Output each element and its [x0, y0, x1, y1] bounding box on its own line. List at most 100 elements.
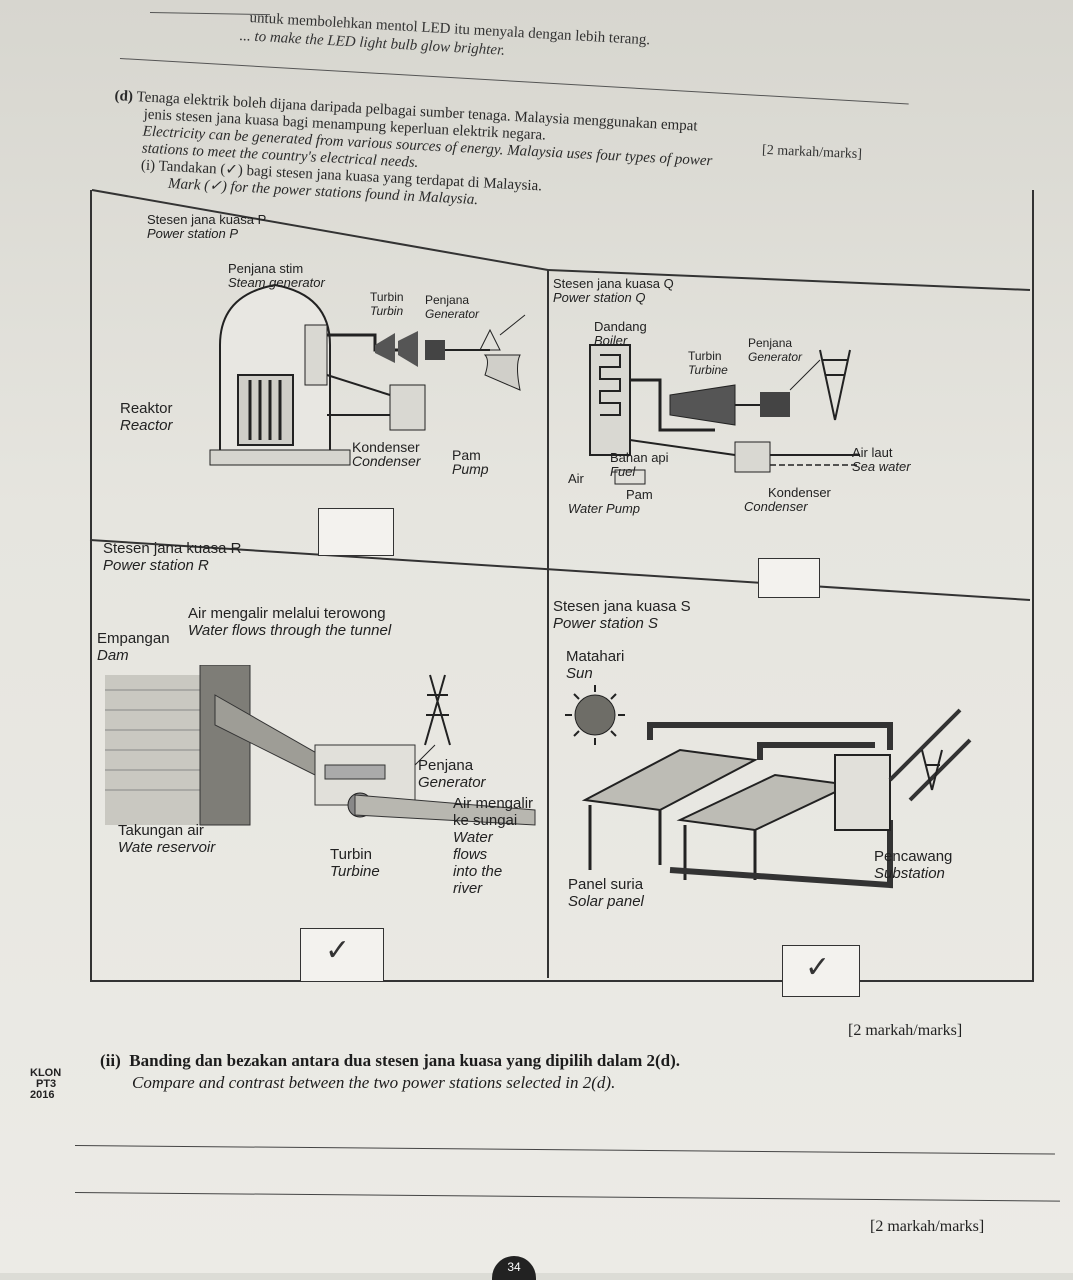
label-sea-water: Air laut Sea water	[852, 446, 911, 474]
label-substation: Pencawang Substation	[874, 848, 952, 882]
station-r-title: Stesen jana kuasa R Power station R	[103, 540, 241, 574]
label-turbine-q: Turbin Turbine	[688, 349, 728, 377]
generator-ms: Penjana	[418, 757, 474, 774]
turbine-ms: Turbin	[330, 846, 372, 863]
label-air: Air	[568, 471, 584, 486]
river-ms-2: ke sungai	[453, 812, 518, 829]
label-reactor: Reaktor Reactor	[120, 400, 173, 434]
boiler-en: Boiler	[594, 333, 628, 348]
checkbox-station-s[interactable]: ✓	[782, 945, 860, 997]
question-ii-ms: Banding dan bezakan antara dua stesen ja…	[129, 1051, 681, 1070]
label-turbine-r: Turbin Turbine	[330, 846, 380, 880]
condenser-ms: Kondenser	[768, 485, 831, 500]
panel-ms: Panel suria	[568, 876, 644, 893]
turbine-en: Turbine	[330, 863, 380, 880]
station-s-name-en: Power station S	[553, 615, 659, 632]
label-fuel: Bahan api Fuel	[610, 451, 669, 479]
station-q-name-ms: Stesen jana kuasa Q	[553, 276, 674, 291]
checkbox-station-q[interactable]	[758, 558, 820, 598]
checkbox-station-p[interactable]	[318, 508, 394, 556]
seawater-en: Sea water	[852, 459, 911, 474]
generator-en: Generator	[418, 774, 486, 791]
pump-ms: Pam	[452, 447, 481, 463]
label-sun: Matahari Sun	[566, 648, 624, 682]
station-q-title: Stesen jana kuasa Q Power station Q	[553, 277, 674, 305]
label-pump-p: Pam Pump	[452, 448, 489, 476]
question-ii-en: Compare and contrast between the two pow…	[132, 1073, 616, 1092]
generator-en: Generator	[748, 350, 803, 364]
label-condenser-p: Kondenser Condenser	[352, 440, 421, 468]
reactor-en: Reactor	[120, 417, 173, 434]
klon-a: KLON	[30, 1067, 62, 1079]
station-r-name-ms: Stesen jana kuasa R	[103, 540, 242, 557]
steam-ms: Penjana stim	[228, 261, 304, 276]
dam-en: Dam	[97, 647, 129, 664]
river-en-4: river	[453, 880, 483, 897]
sun-en: Sun	[566, 665, 593, 682]
label-generator-r: Penjana Generator	[418, 757, 486, 791]
station-s-title: Stesen jana kuasa S Power station S	[553, 598, 691, 632]
solar-diagram	[565, 685, 972, 889]
turbine-en: Turbine	[688, 363, 728, 377]
seawater-ms: Air laut	[852, 445, 893, 460]
checkbox-station-r[interactable]: ✓	[300, 928, 384, 982]
station-p-name-ms: Stesen jana kuasa P	[147, 212, 267, 227]
thermal-diagram	[589, 344, 860, 485]
river-en-2: flows	[453, 846, 488, 863]
station-q-name-en: Power station Q	[553, 290, 646, 305]
turbine-en: Turbin	[370, 304, 404, 318]
question-ii-label: (ii)	[100, 1051, 121, 1070]
reactor-ms: Reaktor	[120, 400, 173, 417]
steam-en: Steam generator	[228, 275, 325, 290]
panel-en: Solar panel	[568, 893, 644, 910]
generator-en: Generator	[425, 307, 480, 321]
reservoir-en: Wate reservoir	[118, 839, 216, 856]
tick-mark: ✓	[325, 933, 351, 968]
pump-en: Pump	[452, 461, 489, 477]
condenser-en: Condenser	[744, 499, 808, 514]
generator-ms: Penjana	[425, 293, 470, 307]
river-en-1: Water	[453, 829, 493, 846]
pump-en: Water Pump	[568, 501, 641, 516]
label-water-pump: Pam Water Pump	[568, 488, 653, 516]
label-turbine-p: Turbin Turbin	[370, 290, 404, 318]
label-dam: Empangan Dam	[97, 630, 170, 664]
klon-c: 2016	[30, 1089, 55, 1101]
stations-table	[90, 190, 1034, 982]
station-p-title: Stesen jana kuasa P Power station P	[147, 213, 266, 241]
boiler-ms: Dandang	[594, 319, 647, 334]
label-tunnel: Air mengalir melalui terowong Water flow…	[188, 605, 391, 639]
question-ii: (ii) Banding dan bezakan antara dua stes…	[100, 1050, 680, 1094]
fuel-ms: Bahan api	[610, 450, 669, 465]
marks-label-table: [2 markah/marks]	[848, 1022, 963, 1039]
label-generator-p: Penjana Generator	[425, 293, 479, 321]
pump-ms: Pam	[626, 487, 653, 502]
sun-ms: Matahari	[566, 648, 625, 665]
turbine-ms: Turbin	[688, 349, 722, 363]
station-r-name-en: Power station R	[103, 557, 209, 574]
turbine-ms: Turbin	[370, 290, 404, 304]
station-p-name-en: Power station P	[147, 226, 239, 241]
label-boiler: Dandang Boiler	[594, 320, 647, 348]
label-generator-q: Penjana Generator	[748, 336, 802, 364]
label-reservoir: Takungan air Wate reservoir	[118, 822, 215, 856]
marks-label-bottom: [2 markah/marks]	[870, 1218, 985, 1235]
river-en-3: into the	[453, 863, 503, 880]
station-s-name-ms: Stesen jana kuasa S	[553, 598, 691, 615]
fuel-en: Fuel	[610, 464, 636, 479]
condenser-en: Condenser	[352, 453, 421, 469]
klon-badge: KLON PT3 2016	[30, 1068, 61, 1101]
label-condenser-q: Kondenser Condenser	[744, 486, 831, 514]
river-ms-1: Air mengalir	[453, 795, 534, 812]
reservoir-ms: Takungan air	[118, 822, 204, 839]
condenser-ms: Kondenser	[352, 439, 420, 455]
hydro-diagram	[105, 665, 536, 826]
tick-mark: ✓	[805, 950, 831, 985]
nuclear-diagram	[209, 283, 526, 466]
label-steam-generator: Penjana stim Steam generator	[228, 262, 325, 290]
generator-ms: Penjana	[748, 336, 793, 350]
klon-b: PT3	[36, 1078, 57, 1090]
label-solar-panel: Panel suria Solar panel	[568, 876, 644, 910]
